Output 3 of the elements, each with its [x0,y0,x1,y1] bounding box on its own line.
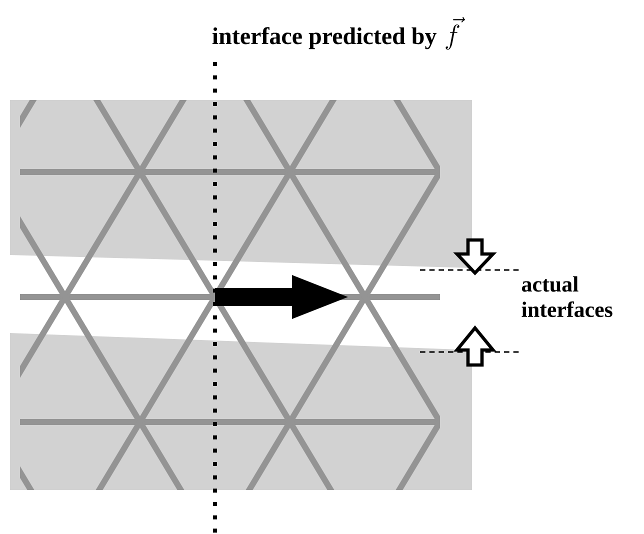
vector-symbol: $\vec{f}$ [446,16,466,50]
title: interface predicted by [212,27,436,50]
interface-label: actual interfaces [522,276,612,318]
